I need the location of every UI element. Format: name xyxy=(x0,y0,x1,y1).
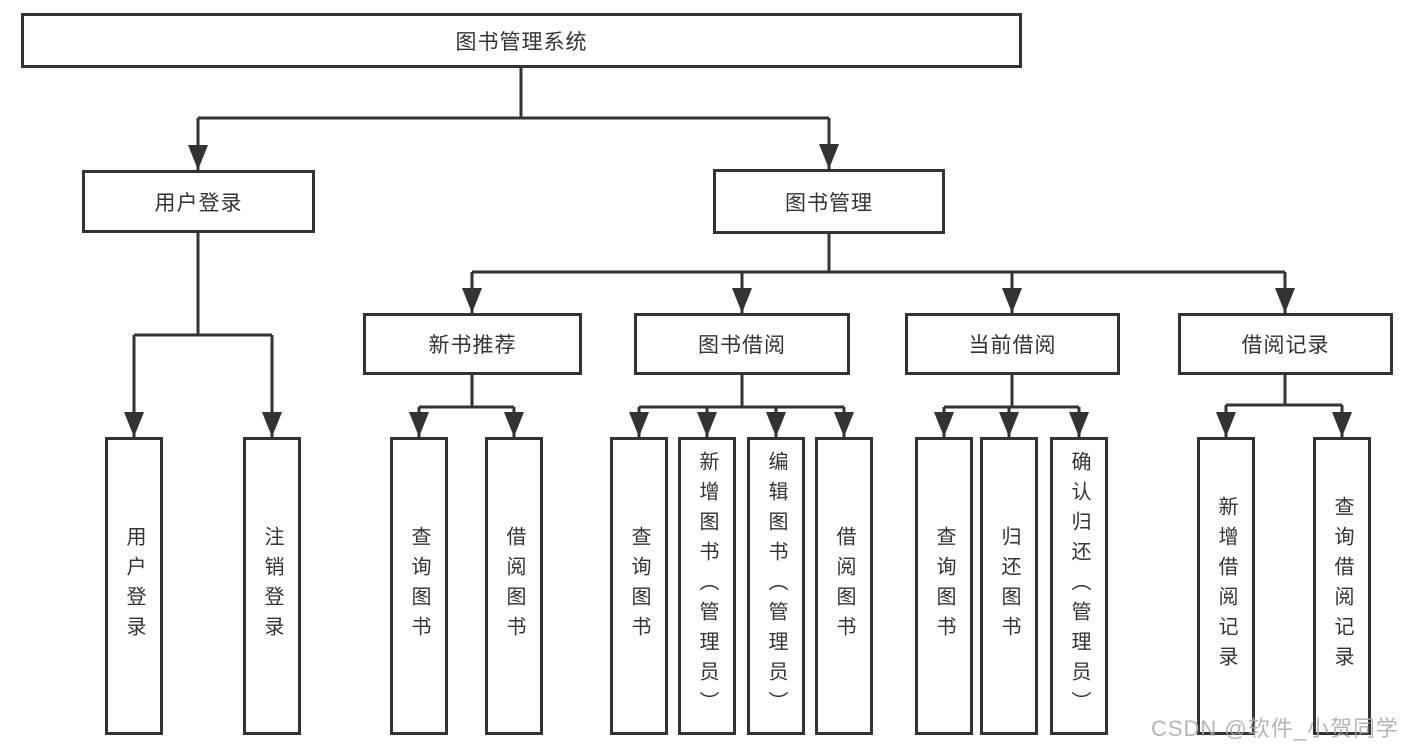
node-leaf-current-return: 归还图书 xyxy=(980,437,1038,735)
node-label: 编辑图书（管理员） xyxy=(765,451,787,721)
node-label: 新书推荐 xyxy=(428,334,517,357)
node-label: 查询图书 xyxy=(408,526,430,646)
node-root-label: 图书管理系统 xyxy=(455,30,588,54)
node-label: 新增图书（管理员） xyxy=(696,451,718,721)
node-label: 归还图书 xyxy=(998,526,1020,646)
node-label: 查询图书 xyxy=(628,526,650,646)
node-leaf-borrow-borrow: 借阅图书 xyxy=(815,437,873,735)
node-label: 当前借阅 xyxy=(968,334,1057,357)
node-label: 确认归还（管理员） xyxy=(1068,451,1090,721)
node-root-system: 图书管理系统 xyxy=(21,13,1022,68)
node-user-login-branch: 用户登录 xyxy=(82,170,315,233)
node-section-new-book: 新书推荐 xyxy=(363,313,582,375)
node-leaf-records-add: 新增借阅记录 xyxy=(1197,437,1255,735)
node-leaf-current-query: 查询图书 xyxy=(915,437,973,735)
node-label: 查询借阅记录 xyxy=(1331,496,1353,676)
node-leaf-borrow-edit-admin: 编辑图书（管理员） xyxy=(747,437,805,735)
node-section-book-borrow: 图书借阅 xyxy=(634,313,850,375)
node-leaf-current-confirm-admin: 确认归还（管理员） xyxy=(1050,437,1108,735)
node-leaf-logout: 注销登录 xyxy=(243,437,301,735)
node-leaf-borrow-query: 查询图书 xyxy=(610,437,668,735)
node-label: 新增借阅记录 xyxy=(1215,496,1237,676)
node-label: 借阅图书 xyxy=(833,526,855,646)
node-leaf-newbook-borrow: 借阅图书 xyxy=(485,437,543,735)
node-leaf-newbook-query: 查询图书 xyxy=(390,437,448,735)
node-leaf-borrow-add-admin: 新增图书（管理员） xyxy=(678,437,736,735)
node-label: 借阅图书 xyxy=(503,526,525,646)
node-book-mgmt-branch: 图书管理 xyxy=(713,169,945,234)
node-label: 查询图书 xyxy=(933,526,955,646)
node-label: 图书管理 xyxy=(785,191,873,215)
node-label: 用户登录 xyxy=(154,191,243,215)
node-leaf-records-query: 查询借阅记录 xyxy=(1313,437,1371,735)
node-section-borrow-records: 借阅记录 xyxy=(1178,313,1393,375)
node-label: 用户登录 xyxy=(123,526,145,646)
csdn-watermark: CSDN @软件_小贺同学 xyxy=(1150,716,1399,741)
node-label: 注销登录 xyxy=(261,526,283,646)
node-leaf-user-login: 用户登录 xyxy=(105,437,163,735)
node-label: 图书借阅 xyxy=(698,334,786,357)
node-section-current-borrow: 当前借阅 xyxy=(905,313,1120,375)
node-label: 借阅记录 xyxy=(1241,334,1330,357)
